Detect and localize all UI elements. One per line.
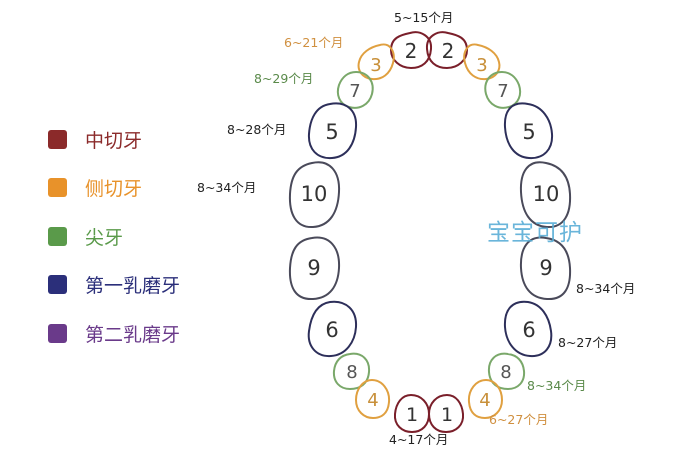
upper-lateral-age-label: 6~21个月	[284, 35, 343, 50]
tooth-number: 4	[479, 390, 490, 411]
lower-canine-age-label: 8~34个月	[527, 378, 586, 393]
lower-lateral-incisor-right: 4	[467, 378, 504, 420]
watermark: 宝宝可护	[487, 220, 583, 246]
upper-canine-age-label: 8~29个月	[254, 71, 313, 86]
tooth-number: 6	[325, 318, 338, 342]
lower-central-incisor-right: 1	[427, 393, 465, 434]
lower-canine-right: 8	[487, 352, 526, 391]
legend-swatch	[48, 275, 67, 294]
tooth-number: 3	[476, 55, 487, 76]
lower-lateral-age-label: 6~27个月	[489, 412, 548, 427]
tooth-number: 8	[500, 362, 511, 383]
legend-label: 侧切牙	[85, 178, 143, 200]
legend-item-second-molar: 第二乳磨牙	[48, 317, 180, 349]
lower-second-molar-right: 9	[519, 236, 572, 301]
tooth-number: 1	[406, 404, 418, 426]
lower-first-molar-right: 6	[503, 300, 553, 358]
tooth-number: 8	[346, 362, 357, 383]
tooth-number: 9	[539, 256, 552, 280]
legend-swatch	[48, 323, 67, 343]
tooth-number: 7	[349, 81, 360, 102]
lower-central-incisor-left: 1	[393, 393, 431, 434]
upper-second-molar-age-label: 8~34个月	[197, 180, 256, 195]
legend-swatch	[48, 178, 67, 197]
upper-first-molar-right: 5	[503, 102, 554, 160]
upper-second-molar-right: 10	[519, 161, 572, 229]
lower-first-molar-left: 6	[307, 300, 358, 358]
tooth-number: 5	[325, 120, 338, 144]
upper-lateral-incisor-right: 3	[463, 43, 501, 81]
tooth-number: 6	[522, 318, 535, 342]
tooth-number: 1	[441, 404, 453, 426]
legend-swatch	[48, 129, 67, 149]
legend-item-central-incisor: 中切牙	[48, 123, 180, 155]
tooth-number: 4	[367, 390, 378, 411]
upper-canine-left: 7	[336, 70, 374, 109]
tooth-number: 10	[533, 182, 560, 206]
upper-canine-right: 7	[484, 70, 522, 109]
upper-lateral-incisor-left: 3	[357, 43, 395, 81]
upper-central-incisor-right: 2	[425, 31, 469, 70]
tooth-number: 7	[497, 81, 508, 102]
upper-central-incisor-left: 2	[389, 31, 433, 70]
tooth-number: 5	[522, 120, 535, 144]
legend-label: 中切牙	[85, 129, 143, 152]
lower-second-molar-age-label: 8~34个月	[576, 281, 635, 296]
tooth-number: 3	[370, 55, 381, 76]
legend-label: 第一乳磨牙	[85, 275, 181, 297]
lower-lateral-incisor-left: 4	[354, 378, 391, 420]
upper-first-molar-age-label: 8~28个月	[227, 122, 286, 137]
legend-swatch	[48, 226, 67, 246]
tooth-number: 2	[405, 39, 418, 63]
lower-central-age-label: 4~17个月	[389, 432, 448, 447]
lower-second-molar-left: 9	[288, 236, 341, 301]
lower-canine-left: 8	[332, 352, 371, 391]
lower-first-molar-age-label: 8~27个月	[558, 335, 617, 350]
upper-first-molar-left: 5	[307, 102, 358, 160]
legend-label: 尖牙	[85, 226, 124, 249]
tooth-number: 9	[307, 256, 320, 280]
legend: 中切牙 侧切牙 尖牙 第一乳磨牙 第二乳磨牙	[48, 123, 180, 366]
tooth-number: 2	[442, 39, 455, 63]
legend-item-first-molar: 第一乳磨牙	[48, 269, 180, 301]
legend-label: 第二乳磨牙	[85, 323, 181, 346]
upper-second-molar-left: 10	[288, 161, 341, 229]
legend-item-lateral-incisor: 侧切牙	[48, 172, 180, 204]
legend-item-canine: 尖牙	[48, 220, 180, 252]
tooth-number: 10	[301, 182, 328, 206]
upper-central-age-label: 5~15个月	[394, 10, 453, 25]
